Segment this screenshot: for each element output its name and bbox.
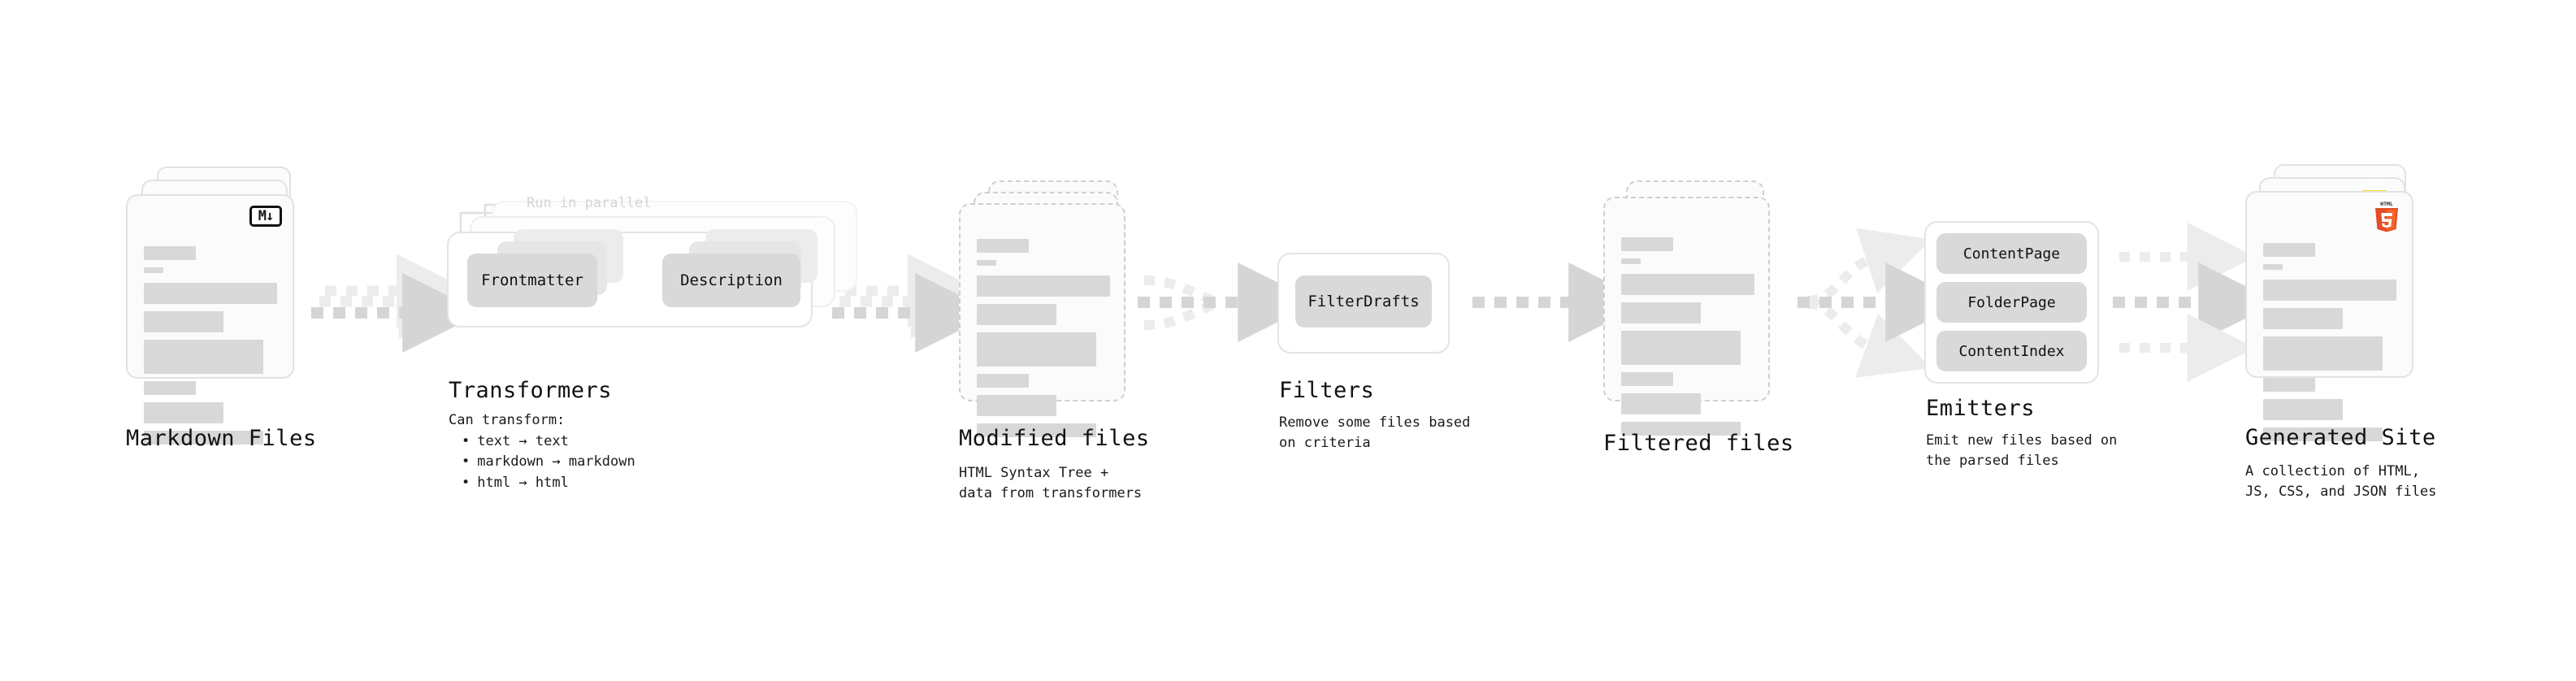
arrow-modified-to-filters [1138, 262, 1318, 342]
stage-title-modified-files: Modified files [959, 426, 1150, 451]
arrow-markdown-to-transformers [311, 254, 483, 353]
stage-title-generated-site: Generated Site [2245, 425, 2436, 450]
transformers-bullet-1: markdown → markdown [462, 452, 635, 473]
chip-contentpage[interactable]: ContentPage [1936, 233, 2087, 274]
modified-doc-front [959, 203, 1125, 437]
filtered-doc-lines [1621, 237, 1754, 443]
stage-title-emitters: Emitters [1926, 396, 2036, 421]
stage-subtitle-modified-files: HTML Syntax Tree + data from transformer… [959, 465, 1143, 501]
run-in-parallel-label: Run in parallel [527, 195, 652, 211]
transformers-bullet-2: html → html [462, 473, 635, 494]
stage-subtitle-filters: Remove some files based on criteria [1279, 414, 1471, 451]
stage-title-markdown-files: Markdown Files [126, 426, 317, 451]
site-doc-lines [2263, 243, 2397, 449]
transformers-capability-list: Can transform: text → text markdown → ma… [449, 410, 635, 493]
modified-doc-lines [977, 239, 1110, 445]
transformers-list-lead: Can transform: [449, 412, 566, 428]
stage-subtitle-generated-site: A collection of HTML, JS, CSS, and JSON … [2245, 463, 2437, 500]
filtered-doc-front [1603, 197, 1770, 436]
chip-frontmatter[interactable]: Frontmatter [467, 254, 597, 307]
markdown-doc-front: M↓ [126, 194, 294, 445]
transformers-bullet-list: text → text markdown → markdown html → h… [449, 432, 635, 494]
transformers-bullet-0: text → text [462, 432, 635, 453]
svg-text:HTML: HTML [2380, 201, 2393, 207]
html5-icon-glyph: HTML [2375, 201, 2398, 232]
html5-icon: HTML [2373, 200, 2400, 232]
arrow-emitters-to-site [2113, 223, 2279, 382]
arrow-filtered-to-emitters [1798, 228, 1966, 378]
chip-filterdrafts[interactable]: FilterDrafts [1295, 275, 1432, 327]
stage-title-filtered-files: Filtered files [1603, 431, 1794, 456]
chip-folderpage[interactable]: FolderPage [1936, 282, 2087, 323]
stage-title-filters: Filters [1279, 378, 1375, 403]
markdown-icon: M↓ [249, 206, 282, 227]
stage-title-transformers: Transformers [449, 378, 613, 403]
markdown-doc-lines [144, 246, 278, 452]
stage-subtitle-emitters: Emit new files based on the parsed files [1926, 432, 2118, 469]
site-doc-front: HTML [2245, 191, 2413, 441]
arrow-transformers-to-modified [832, 254, 995, 353]
chip-contentindex[interactable]: ContentIndex [1936, 331, 2087, 371]
chip-description[interactable]: Description [662, 254, 800, 307]
